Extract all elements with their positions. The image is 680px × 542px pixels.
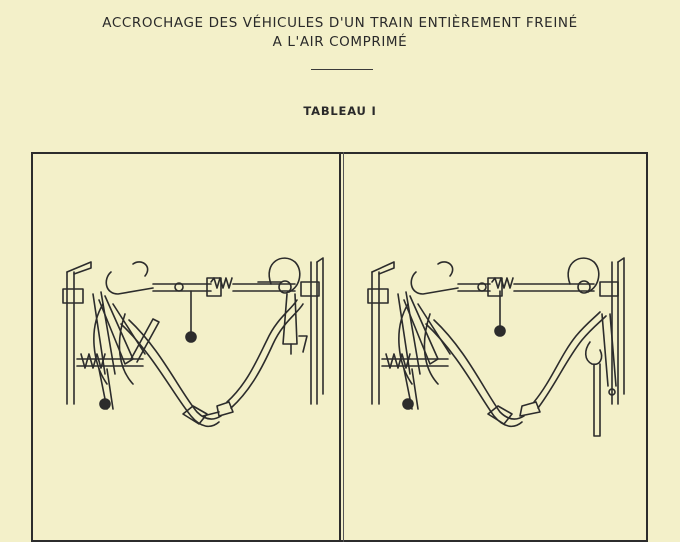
- right-coupling-illustration: [344, 154, 646, 534]
- title-line-2: A L'AIR COMPRIMÉ: [272, 34, 408, 50]
- title-line-1: ACCROCHAGE DES VÉHICULES D'UN TRAIN ENTI…: [102, 15, 578, 31]
- table-divider: [339, 152, 341, 542]
- table-divider-inner: [343, 152, 344, 542]
- left-coupling-illustration: [33, 154, 339, 534]
- table-label: TABLEAU I: [303, 104, 377, 118]
- document-title: ACCROCHAGE DES VÉHICULES D'UN TRAIN ENTI…: [0, 14, 680, 52]
- title-rule: [311, 69, 373, 70]
